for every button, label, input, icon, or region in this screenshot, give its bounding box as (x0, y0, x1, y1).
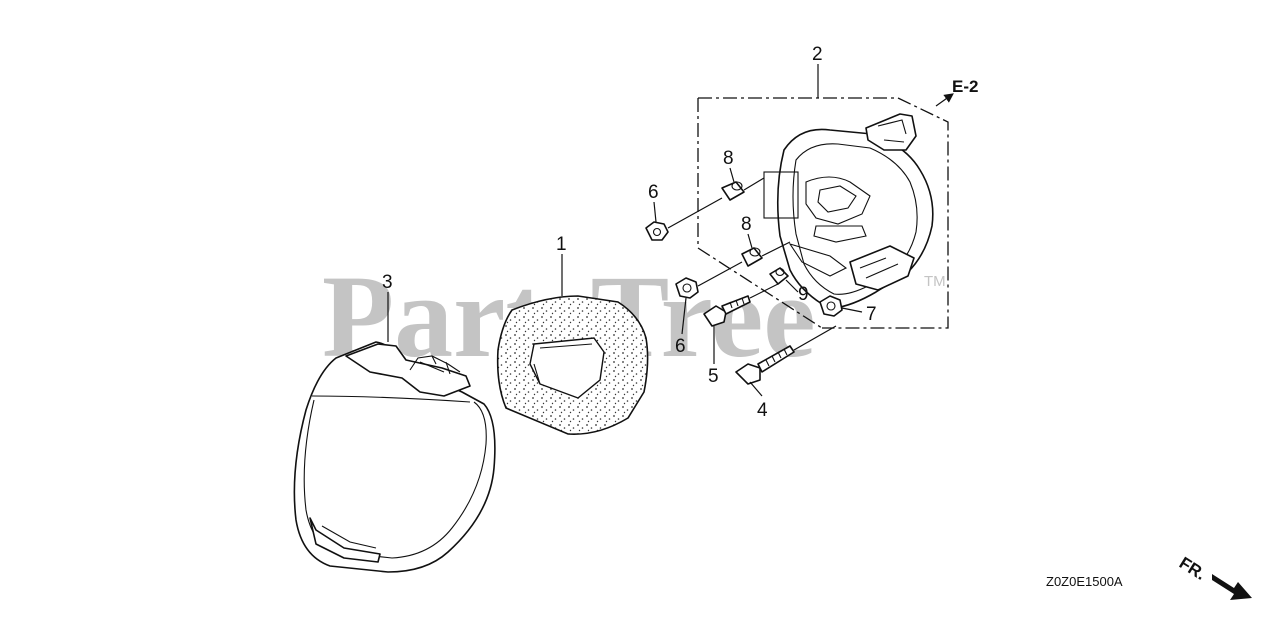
callout-6-upper: 6 (648, 182, 659, 203)
bolt-4 (735, 345, 795, 385)
callout-6-lower: 6 (675, 336, 686, 357)
callout-3: 3 (382, 272, 393, 293)
front-direction-arrow (1212, 574, 1252, 600)
air-cleaner-case (763, 113, 934, 309)
reference-label: E-2 (952, 77, 978, 96)
callout-2: 2 (812, 44, 823, 65)
collar-8-lower (741, 247, 763, 267)
collar-8-upper (721, 181, 745, 201)
callout-1: 1 (556, 234, 567, 255)
assembly-outline (697, 64, 949, 329)
callout-9: 9 (798, 284, 809, 305)
nut-7 (819, 295, 843, 317)
air-cleaner-cover (293, 341, 496, 573)
collar-9 (769, 267, 789, 285)
air-filter-element (496, 295, 649, 435)
watermark-trademark: TM (924, 273, 946, 290)
front-direction-label: FR. (1176, 553, 1209, 584)
callout-8-lower: 8 (741, 214, 752, 235)
nut-6-upper (645, 221, 669, 241)
callout-7: 7 (866, 304, 877, 325)
callout-4: 4 (757, 400, 768, 421)
reference-arrow (935, 93, 954, 107)
bolt-5 (703, 295, 751, 327)
drawing-code: Z0Z0E1500A (1046, 574, 1123, 589)
nut-6-lower (675, 277, 699, 299)
callout-5: 5 (708, 366, 719, 387)
callout-8-upper: 8 (723, 148, 734, 169)
